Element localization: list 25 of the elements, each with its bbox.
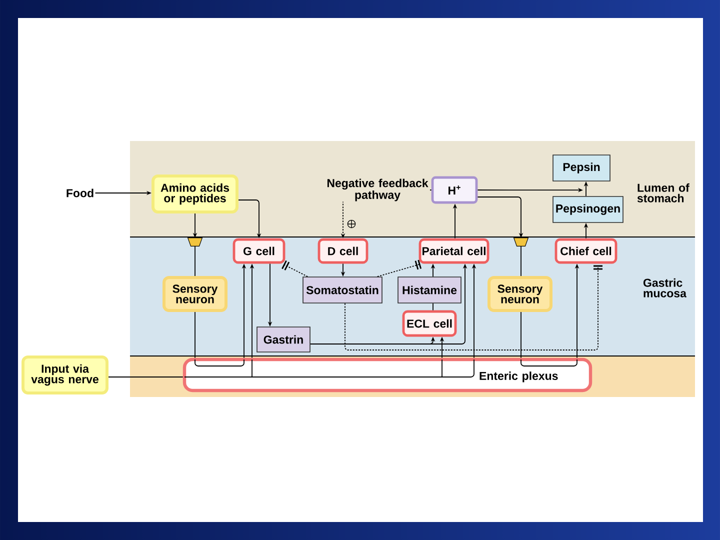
- dashed-inhibition-line: [344, 265, 602, 350]
- plexus-box: Enteric plexus: [182, 358, 592, 392]
- cell-box: ECL cell: [402, 310, 457, 337]
- ion-box: H$^{+}$: [431, 176, 478, 204]
- neuron-box: Sensory neuron: [162, 276, 228, 312]
- enzyme-box: Pepsin: [552, 154, 610, 182]
- connector-line: [520, 312, 522, 358]
- stimulus-box: Amino acids or peptides: [152, 174, 238, 214]
- substance-box: Gastrin: [256, 326, 310, 352]
- text-label: Food: [66, 188, 94, 198]
- substance-box: Somatostatin: [302, 276, 382, 304]
- edge-label: Negative feedback pathway: [325, 178, 430, 202]
- stimulus-box: Input via vagus nerve: [22, 356, 108, 394]
- neuron-box: Sensory neuron: [488, 276, 552, 312]
- connector-line: [194, 246, 196, 276]
- cell-box: D cell: [318, 238, 368, 264]
- enzyme-box: Pepsinogen: [552, 196, 624, 223]
- connector-line: [108, 376, 184, 378]
- connector-line: [432, 302, 434, 311]
- cell-box: Chief cell: [554, 238, 618, 264]
- cell-box: Parietal cell: [418, 238, 490, 264]
- connector-line: [194, 312, 196, 358]
- connector-line: [520, 246, 522, 276]
- substance-box: Histamine: [398, 276, 462, 304]
- cell-box: G cell: [232, 238, 286, 264]
